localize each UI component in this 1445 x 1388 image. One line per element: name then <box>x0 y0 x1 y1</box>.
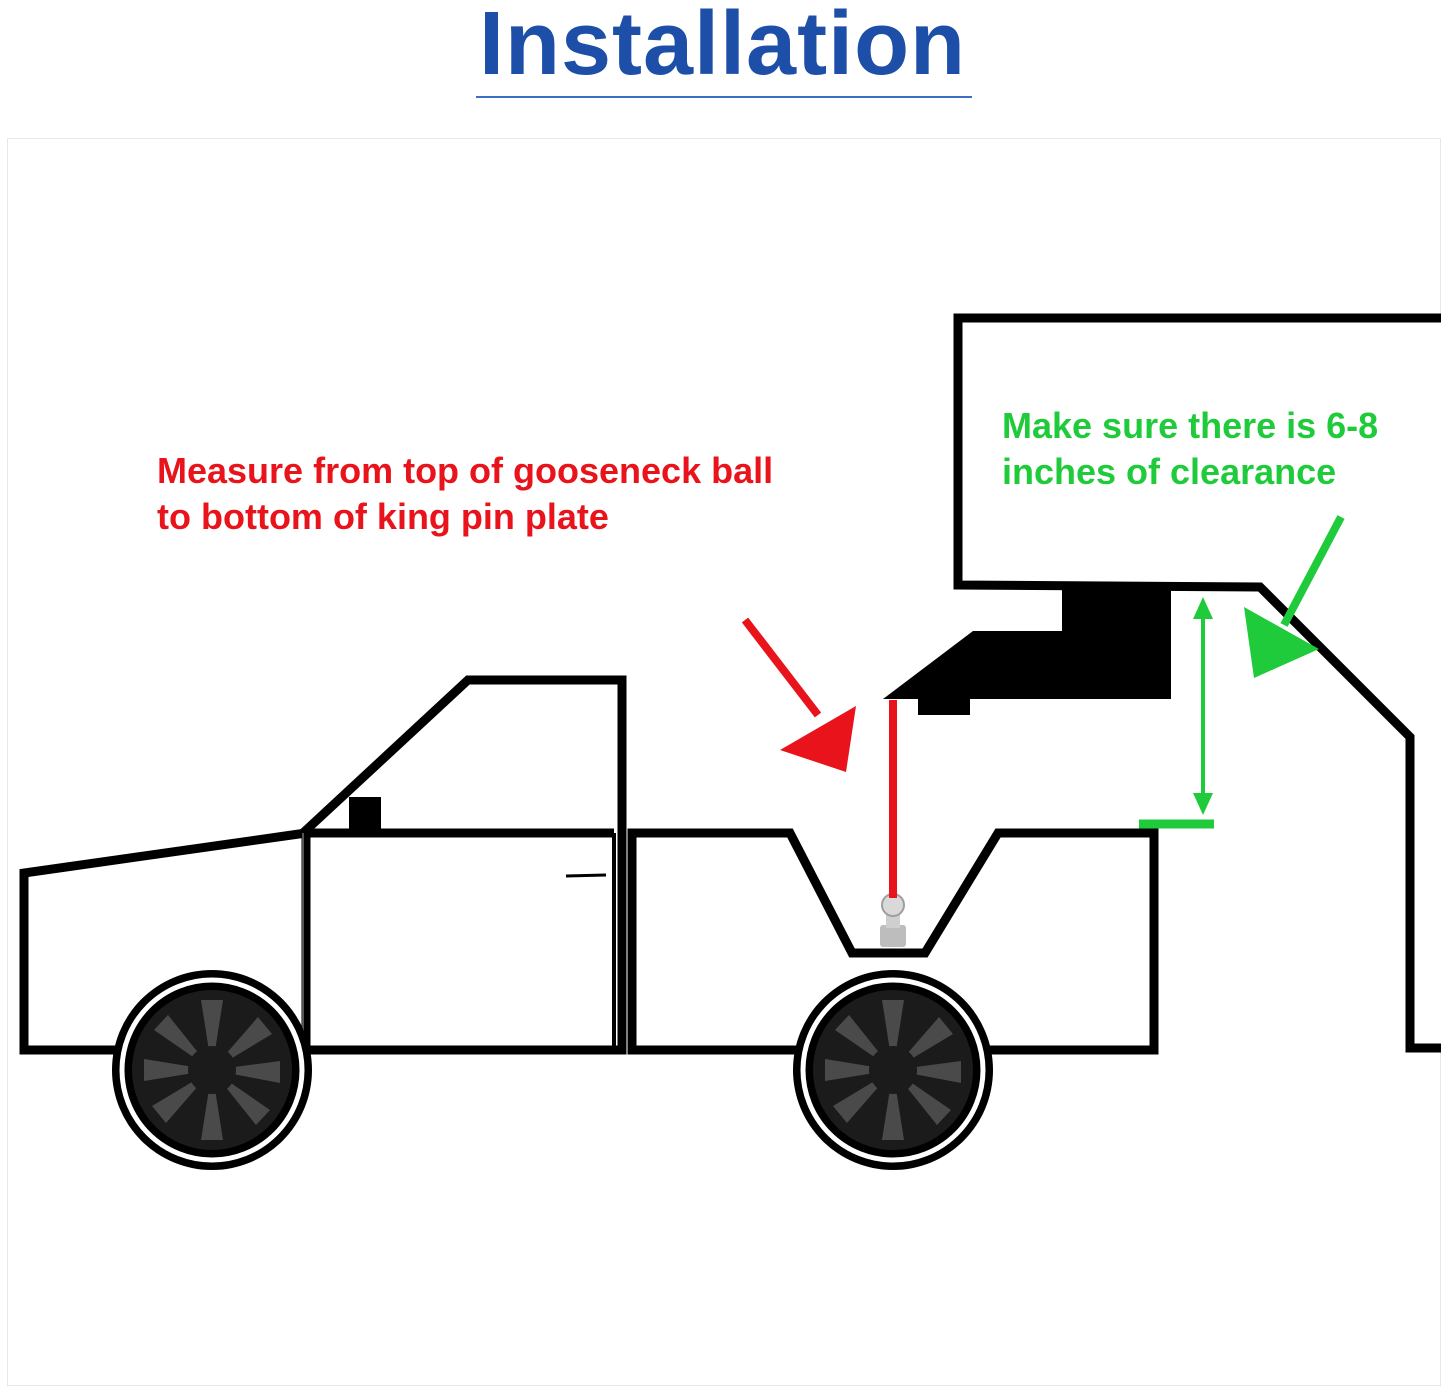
clearance-instruction: Make sure there is 6-8 inches of clearan… <box>1002 403 1378 495</box>
side-mirror <box>349 797 381 833</box>
measure-instruction: Measure from top of gooseneck ball to bo… <box>157 448 773 540</box>
measure-arrow-head <box>780 706 856 772</box>
king-pin-box <box>883 589 1171 699</box>
clearance-instruction-line2: inches of clearance <box>1002 451 1337 492</box>
page-title: Installation <box>478 0 967 94</box>
clearance-instruction-line1: Make sure there is 6-8 <box>1002 405 1379 446</box>
king-pin-plate <box>918 697 970 715</box>
clearance-arrow-bottom <box>1193 793 1213 815</box>
title-underline <box>476 96 972 98</box>
clearance-arrow-shaft <box>1280 515 1345 627</box>
measure-instruction-line1: Measure from top of gooseneck ball <box>157 450 774 491</box>
fifth-wheel-trailer <box>883 313 1441 1053</box>
clearance-arrow-top <box>1193 597 1213 619</box>
gooseneck-ball <box>880 893 906 947</box>
clearance-arrow-head <box>1244 607 1319 678</box>
rear-wheel <box>793 970 993 1170</box>
clearance-indicator <box>1139 515 1345 829</box>
measure-indicator <box>741 617 897 898</box>
measure-instruction-line2: to bottom of king pin plate <box>157 496 609 537</box>
front-wheel <box>112 970 312 1170</box>
door-handle <box>565 873 607 878</box>
trailer-box <box>953 313 1441 1053</box>
truck-cab <box>291 675 627 1055</box>
measure-arrow-shaft <box>741 617 822 718</box>
